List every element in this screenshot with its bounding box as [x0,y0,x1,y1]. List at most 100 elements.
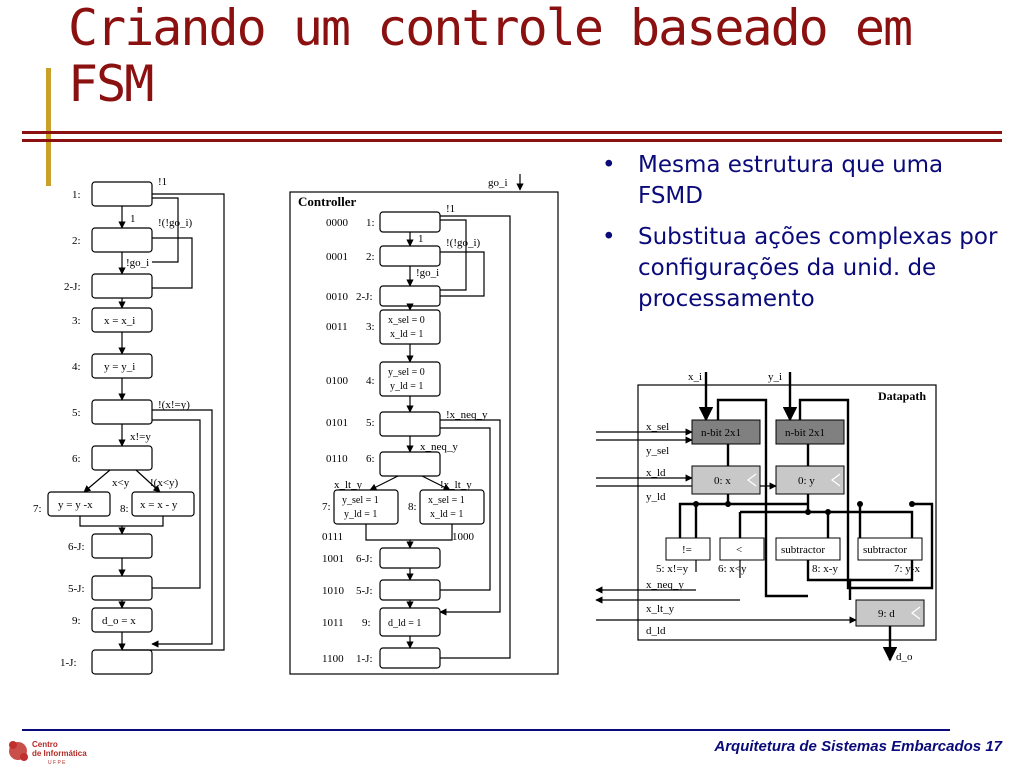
logo-text: Centro [32,740,58,749]
ctrl-action: d_ld = 1 [388,618,421,629]
fsmd-edge-label: !1 [158,176,167,188]
ctrl-action: y_ld = 1 [344,509,377,520]
slide-title: Criando um controle baseado em FSM [68,0,913,113]
fsmd-edge-label: x<y [112,477,130,489]
accent-bar [46,68,51,186]
ctrl-code: 0110 [326,453,348,465]
ctrl-code: 1001 [322,553,344,565]
ctrl-code: 0010 [326,291,349,303]
ctrl-edge-label: !go_i [416,267,439,279]
control-signal: y_sel [646,445,669,457]
ctrl-state-label: 2-J: [356,291,373,303]
ctrl-code: 0001 [326,251,348,263]
ctrl-edge-label: !1 [446,203,455,215]
unit-label: != [682,544,692,556]
bullet-item: •Mesma estrutura que uma FSMD [602,152,944,209]
fsmd-action: x = x_i [104,315,135,327]
ctrl-code: 1100 [322,653,344,665]
register-label: 0: x [714,475,731,487]
fsmd-action: d_o = x [102,615,136,627]
bullet-text: Mesma estrutura que uma FSMD [638,152,944,209]
ctrl-state-label: 1: [366,217,375,229]
bullet-list: •Mesma estrutura que uma FSMD •Substitua… [600,150,1010,325]
controller-frame [289,191,559,675]
ctrl-edge-label: x_lt_y [334,479,363,491]
ctrl-state-label: 5: [366,417,375,429]
fsmd-state-label: 6-J: [68,541,85,553]
ctrl-code: 0011 [326,321,348,333]
footer-divider [22,729,950,731]
ctrl-action: y_ld = 1 [390,381,423,392]
unit-tag: 5: x!=y [656,563,689,575]
datapath-output: d_o [896,651,913,663]
logo-text: de Informática [32,749,87,758]
unit-sub-1 [775,537,841,561]
control-signal: x_lt_y [646,603,675,615]
unit-lt [719,537,765,561]
ctrl-state-label: 8: [408,501,417,513]
fsmd-state-7 [47,491,111,517]
datapath-title: Datapath [878,389,926,403]
fsmd-state-label: 1-J: [60,657,77,669]
control-signal: d_ld [646,625,666,637]
fsmd-edge-label: 1 [130,213,136,225]
ctrl-edge-label: !x_neq_y [446,409,488,421]
control-signal: x_ld [646,467,666,479]
ctrl-edge-label: x_neq_y [420,441,458,453]
ctrl-state-label: 7: [322,501,331,513]
control-signal: x_neq_y [646,579,684,591]
slide-title-line-2: FSM [68,55,154,113]
fsmd-state-label: 8: [120,503,129,515]
mux-label: n-bit 2x1 [701,427,741,439]
logo-text: U F P E [48,760,66,766]
fsmd-state-label: 1: [72,189,81,201]
register-label: 0: y [798,475,815,487]
title-divider-bottom [22,139,1002,142]
fsmd-state-label: 4: [72,361,81,373]
ctrl-code: 1000 [452,531,475,543]
ctrl-state-label: 3: [366,321,375,333]
ctrl-state-label: 9: [362,617,371,629]
fsmd-edge-label: !(!go_i) [158,217,193,229]
fsmd-state-label: 6: [72,453,81,465]
ctrl-code: 1010 [322,585,345,597]
ctrl-action: y_sel = 1 [342,495,379,506]
fsmd-state-label: 2-J: [64,281,81,293]
ctrl-action: x_sel = 1 [428,495,465,506]
ctrl-edge-label: !x_lt_y [440,479,472,491]
footer-text: Arquitetura de Sistemas Embarcados 17 [714,738,1002,755]
ctrl-state-label: 1-J: [356,653,373,665]
ctrl-code: 0101 [326,417,348,429]
unit-label: subtractor [781,544,825,556]
ctrl-code: 0000 [326,217,349,229]
unit-tag: 8: x-y [812,563,838,575]
unit-label: < [736,544,742,556]
slide-title-line-1: Criando um controle baseado em [68,0,913,57]
fsmd-state-label: 5-J: [68,583,85,595]
ctrl-action: x_ld = 1 [390,329,423,340]
fsmd-action: x = x - y [140,499,178,511]
fsmd-action: y = y -x [58,499,93,511]
ctrl-edge-label: 1 [418,233,424,245]
unit-sub-2 [857,537,923,561]
datapath-input: x_i [688,371,702,383]
fsmd-edge-label: !(x!=y) [158,399,190,411]
ctrl-edge-label: !(!go_i) [446,237,481,249]
ctrl-state-label: 6-J: [356,553,373,565]
ctrl-action: x_sel = 0 [388,315,425,326]
unit-tag: 7: y-x [894,563,920,575]
register-label: 9: d [878,608,895,620]
datapath-frame [637,384,937,641]
ctrl-code: 0111 [322,531,343,543]
bullet-text: Substitua ações complexas por configuraç… [638,224,998,312]
unit-neq [665,537,711,561]
ctrl-code: 0100 [326,375,349,387]
mux-label: n-bit 2x1 [785,427,825,439]
ctrl-state-label: 2: [366,251,375,263]
ctrl-code: 1011 [322,617,344,629]
control-signal: x_sel [646,421,669,433]
fsmd-edge-label: !go_i [126,257,149,269]
title-divider-top [22,131,1002,134]
fsmd-state-label: 9: [72,615,81,627]
